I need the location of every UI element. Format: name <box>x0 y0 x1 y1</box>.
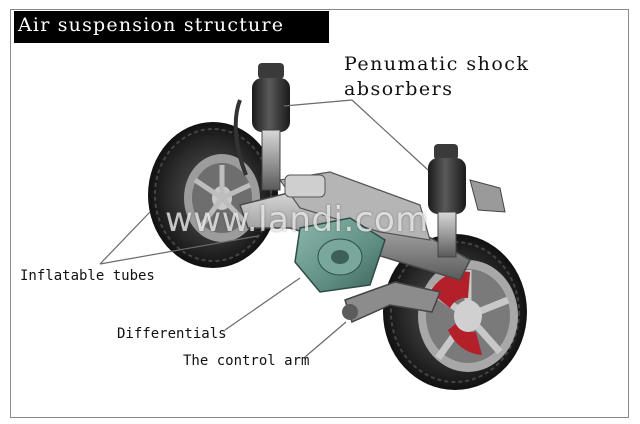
leader-tube-upper <box>99 211 151 265</box>
leader-shock-left <box>283 99 353 107</box>
label-shock-line-2: absorbers <box>344 78 454 100</box>
leader-control-arm <box>304 321 347 358</box>
title-bar <box>14 11 329 43</box>
left-wheel <box>148 122 278 268</box>
label-control-arm: The control arm <box>183 353 310 369</box>
left-air-shock <box>233 63 290 191</box>
leader-shock-right <box>351 99 429 171</box>
control-arm <box>342 281 442 324</box>
label-differentials: Differentials <box>117 326 227 342</box>
label-shock-line-1: Penumatic shock <box>344 53 530 75</box>
image-border <box>10 9 629 418</box>
label-pneumatic-shock-absorbers: Penumatic shock absorbers <box>344 52 529 102</box>
label-inflatable-tubes: Inflatable tubes <box>20 268 155 284</box>
right-air-shock <box>428 144 506 258</box>
differential-housing <box>294 217 386 293</box>
watermark-text: www.landi.com <box>165 200 429 240</box>
diagram-title: Air suspension structure <box>18 14 285 36</box>
leader-lines <box>99 99 429 358</box>
leader-tube-lower <box>99 235 259 265</box>
leader-differential <box>224 277 301 331</box>
